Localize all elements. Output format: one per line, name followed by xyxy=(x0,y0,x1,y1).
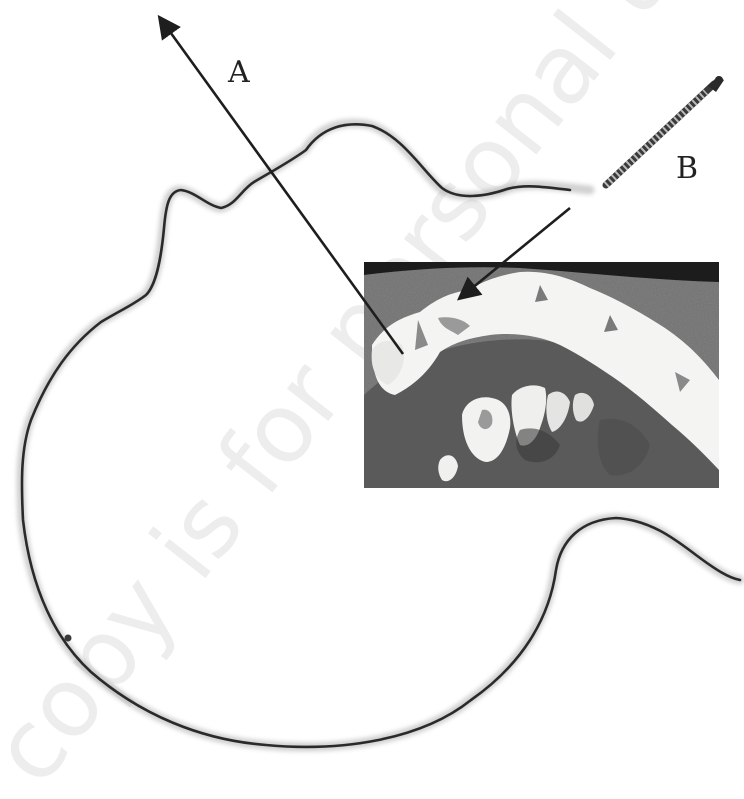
screw-head-cap xyxy=(715,76,723,84)
ct-scan-inset xyxy=(364,262,719,488)
arrow-a xyxy=(160,18,403,354)
bone-screw xyxy=(606,76,724,185)
label-a: A xyxy=(227,55,250,90)
label-b: B xyxy=(676,151,698,186)
outline-dot xyxy=(65,635,72,642)
